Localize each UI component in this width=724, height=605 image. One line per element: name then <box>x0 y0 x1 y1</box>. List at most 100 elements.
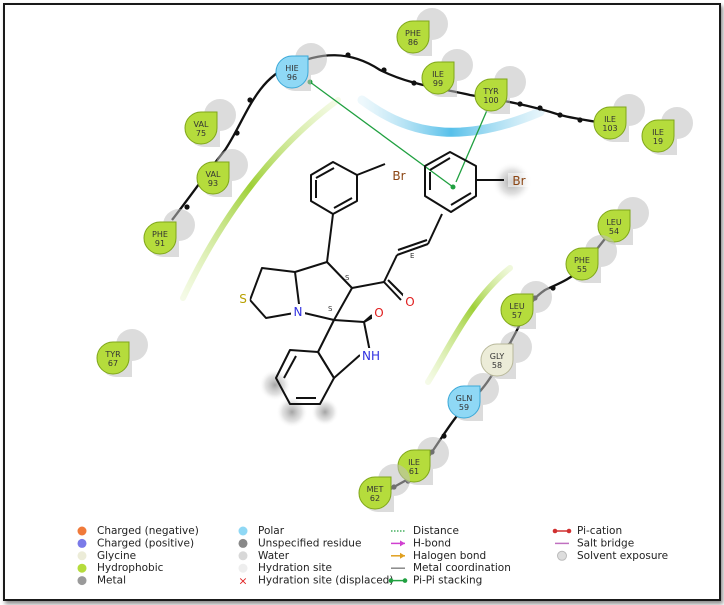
legend-label: Metal coordination <box>413 562 511 574</box>
legend-item: Solvent exposure <box>557 550 668 562</box>
metal-dot <box>77 576 87 586</box>
legend-item: Salt bridge <box>555 537 634 549</box>
residue-body <box>593 106 627 140</box>
residue-body <box>96 341 130 375</box>
residue-name: VAL <box>206 170 221 179</box>
legend-item: Pi-cation <box>552 525 622 537</box>
unspecified-dot <box>238 538 248 548</box>
legend-item: Metal coordination <box>391 562 511 574</box>
residue-number: 19 <box>653 137 663 146</box>
charged-positive-dot <box>77 538 87 548</box>
residue-name: ILE <box>604 115 616 124</box>
residue-body <box>396 20 430 54</box>
legend-label: Unspecified residue <box>258 537 361 549</box>
x-mark-icon: × <box>238 575 247 588</box>
residue-body <box>143 221 177 255</box>
residue-name: MET <box>367 485 384 494</box>
residue-number: 103 <box>602 124 617 133</box>
legend-label: Solvent exposure <box>577 550 668 562</box>
legend-label: Charged (positive) <box>97 537 194 549</box>
residue-number: 100 <box>483 96 498 105</box>
stereo-label-1: S <box>345 274 350 282</box>
atom-br-right: Br <box>512 174 525 188</box>
legend-item: Water <box>238 550 290 562</box>
legend-item: Hydrophobic <box>77 562 164 574</box>
legend-item: Halogen bond <box>391 550 486 562</box>
residue-name: LEU <box>509 302 525 311</box>
backbone-chain-top <box>171 54 616 221</box>
residue-body <box>565 247 599 281</box>
legend-label: Charged (negative) <box>97 525 199 537</box>
ez-label: E <box>410 252 414 260</box>
legend: Charged (negative)Charged (positive)Glyc… <box>77 525 668 588</box>
residue-name: TYR <box>482 87 499 96</box>
legend-label: H-bond <box>413 537 451 549</box>
legend-label: Hydrophobic <box>97 562 164 574</box>
glycine-dot <box>77 551 87 561</box>
atom-o-lactam: O <box>374 306 383 320</box>
legend-label: Water <box>258 550 290 562</box>
residue-number: 57 <box>512 311 522 320</box>
residue-number: 93 <box>208 179 218 188</box>
residue-name: ILE <box>432 70 444 79</box>
hydrophobic-dot <box>77 563 87 573</box>
legend-label: Metal <box>97 575 126 587</box>
legend-item: Unspecified residue <box>238 537 361 549</box>
residue-number: 99 <box>433 79 443 88</box>
legend-label: Distance <box>413 525 459 537</box>
residue-number: 55 <box>577 265 587 274</box>
pocket-contour-hydrophobic-right <box>425 265 513 385</box>
residue-name: HIE <box>285 64 298 73</box>
residue-number: 91 <box>155 239 165 248</box>
residue-body <box>421 61 455 95</box>
residue-name: PHE <box>405 29 421 38</box>
residue-number: 62 <box>370 494 380 503</box>
residue-name: GLY <box>490 352 505 361</box>
legend-item: Pi-Pi stacking <box>388 575 482 587</box>
residue-number: 58 <box>492 361 502 370</box>
residue-body <box>184 111 218 145</box>
residue-number: 86 <box>408 38 418 47</box>
solvent-exposure-icon <box>557 550 567 561</box>
residue-body <box>358 476 392 510</box>
legend-label: Halogen bond <box>413 550 486 562</box>
legend-label: Hydration site <box>258 562 332 574</box>
residue-number: 61 <box>409 467 419 476</box>
atom-br-top: Br <box>392 169 405 183</box>
legend-item: Metal <box>77 575 126 587</box>
ligand-structure <box>249 151 504 405</box>
residue-number: 54 <box>609 227 619 236</box>
hydration-dot <box>238 563 248 573</box>
legend-item: × Hydration site (displaced) <box>238 575 393 588</box>
residue-number: 59 <box>459 403 469 412</box>
legend-label: Pi-Pi stacking <box>413 575 482 587</box>
water-dot <box>238 551 248 561</box>
residue-name: PHE <box>152 230 168 239</box>
pocket-contour-polar <box>357 95 545 137</box>
legend-item: Polar <box>238 525 285 537</box>
legend-item: Charged (negative) <box>77 525 199 537</box>
legend-label: Glycine <box>97 550 136 562</box>
residue-name: TYR <box>104 350 121 359</box>
stereo-label-2: S <box>328 305 333 313</box>
residue-name: VAL <box>194 120 209 129</box>
legend-item: H-bond <box>391 537 451 549</box>
ligand-atom-labels: Br Br S N O O NH S S E <box>236 168 530 364</box>
residue-body <box>474 78 508 112</box>
legend-label: Hydration site (displaced) <box>258 575 393 587</box>
atom-n: N <box>294 305 303 319</box>
legend-label: Pi-cation <box>577 525 622 537</box>
